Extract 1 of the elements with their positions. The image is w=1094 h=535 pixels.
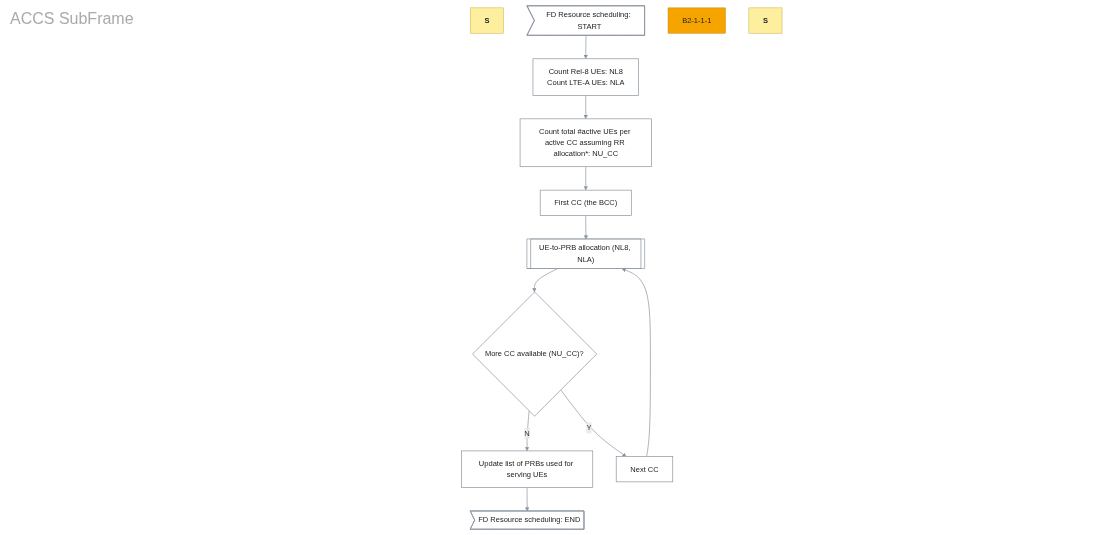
note-text: ACCS SubFrame [10,10,135,28]
